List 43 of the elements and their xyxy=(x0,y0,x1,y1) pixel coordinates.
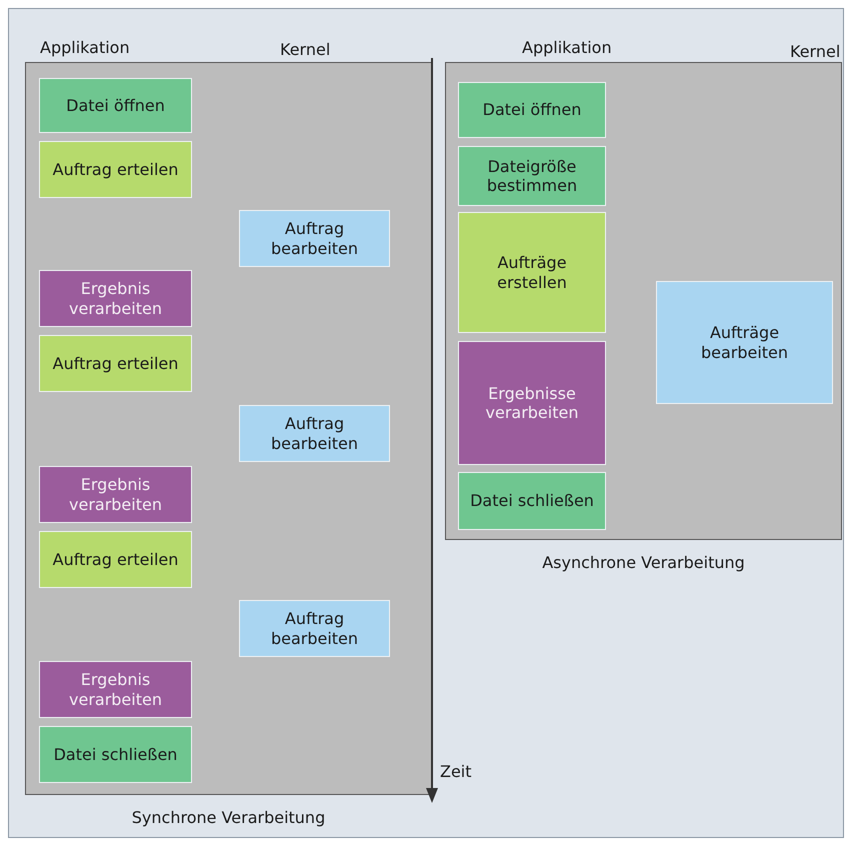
box-label: Aufträge erstellen xyxy=(496,253,568,292)
box-label: Auftrag bearbeiten xyxy=(270,609,360,648)
process-box xyxy=(39,531,192,588)
box-label: Ergebnis verarbeiten xyxy=(68,475,163,514)
box-label: Datei schließen xyxy=(469,491,595,511)
process-box xyxy=(39,78,192,133)
process-box xyxy=(39,726,192,783)
process-box xyxy=(239,405,390,462)
process-box xyxy=(39,661,192,718)
box-label: Auftrag erteilen xyxy=(52,160,180,180)
process-box xyxy=(239,600,390,657)
column-heading: Applikation xyxy=(522,38,612,57)
box-label: Ergebnis verarbeiten xyxy=(68,279,163,318)
box-label: Auftrag erteilen xyxy=(52,550,180,570)
box-label: Dateigröße bestimmen xyxy=(486,156,578,196)
column-heading: Applikation xyxy=(40,38,130,57)
box-label: Datei öffnen xyxy=(65,96,166,116)
process-box xyxy=(39,141,192,198)
process-box xyxy=(458,341,606,465)
box-label: Aufträge bearbeiten xyxy=(700,323,790,362)
column-heading: Kernel xyxy=(790,42,840,61)
node-label: Asynchrone Verarbeitung xyxy=(542,553,745,572)
process-box xyxy=(458,472,606,530)
box-label: Ergebnis verarbeiten xyxy=(68,670,163,709)
process-box xyxy=(239,210,390,267)
box-label: Ergebnisse verarbeiten xyxy=(484,384,580,422)
node-label: Synchrone Verarbeitung xyxy=(132,808,326,827)
axis-label: Zeit xyxy=(440,762,472,781)
box-label: Auftrag erteilen xyxy=(52,354,180,374)
panel-background xyxy=(445,62,842,540)
process-box xyxy=(458,146,606,206)
box-label: Auftrag bearbeiten xyxy=(270,414,360,453)
process-box xyxy=(656,281,833,404)
column-heading: Kernel xyxy=(280,40,330,59)
process-box xyxy=(39,270,192,327)
box-label: Auftrag bearbeiten xyxy=(270,219,360,258)
box-label: Datei schließen xyxy=(52,744,178,764)
process-box xyxy=(458,212,606,333)
process-box xyxy=(458,82,606,138)
process-box xyxy=(39,466,192,523)
box-label: Datei öffnen xyxy=(482,100,582,120)
panel-background xyxy=(25,62,432,795)
process-box xyxy=(39,335,192,392)
